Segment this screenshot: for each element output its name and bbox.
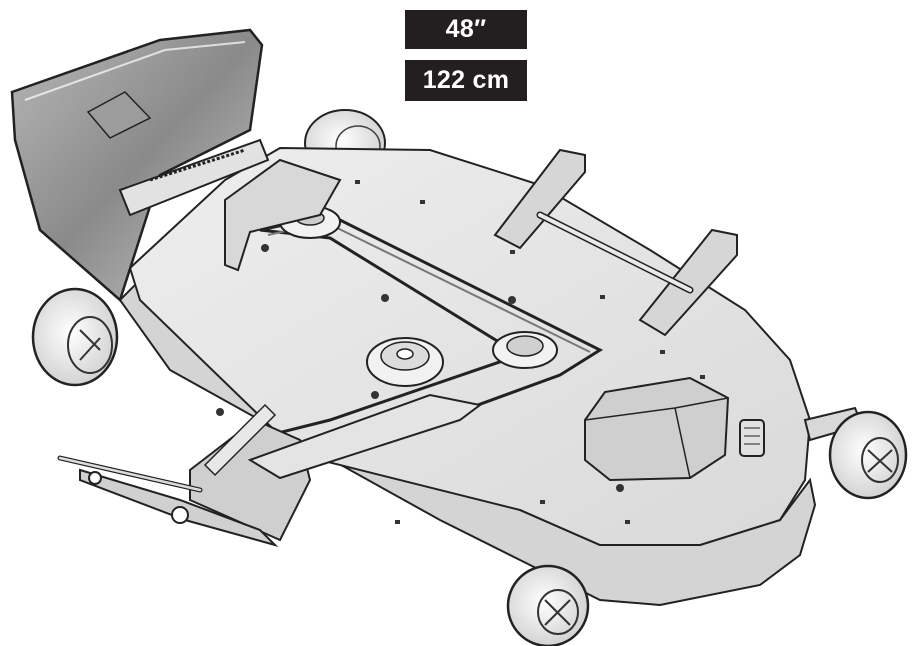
idler-pulley — [492, 331, 558, 369]
grass-discharge-chute — [10, 28, 270, 303]
deck-size-cm-badge: 122 cm — [405, 60, 527, 101]
front-hitch-bracket — [189, 393, 483, 542]
front-linkage — [57, 455, 279, 547]
chute-mount-bracket — [224, 158, 342, 272]
spindle-cover — [584, 376, 730, 482]
gauge-wheel-rear-right — [803, 406, 908, 500]
gauge-wheel-front-right — [506, 564, 590, 646]
center-spindle-pulley — [366, 337, 444, 387]
rear-hanger-brackets — [493, 148, 738, 337]
gauge-wheel-front-left — [31, 287, 119, 387]
deck-size-inches-badge: 48″ — [405, 10, 527, 49]
spindle-knob — [739, 419, 765, 457]
deck-fasteners — [216, 180, 705, 524]
